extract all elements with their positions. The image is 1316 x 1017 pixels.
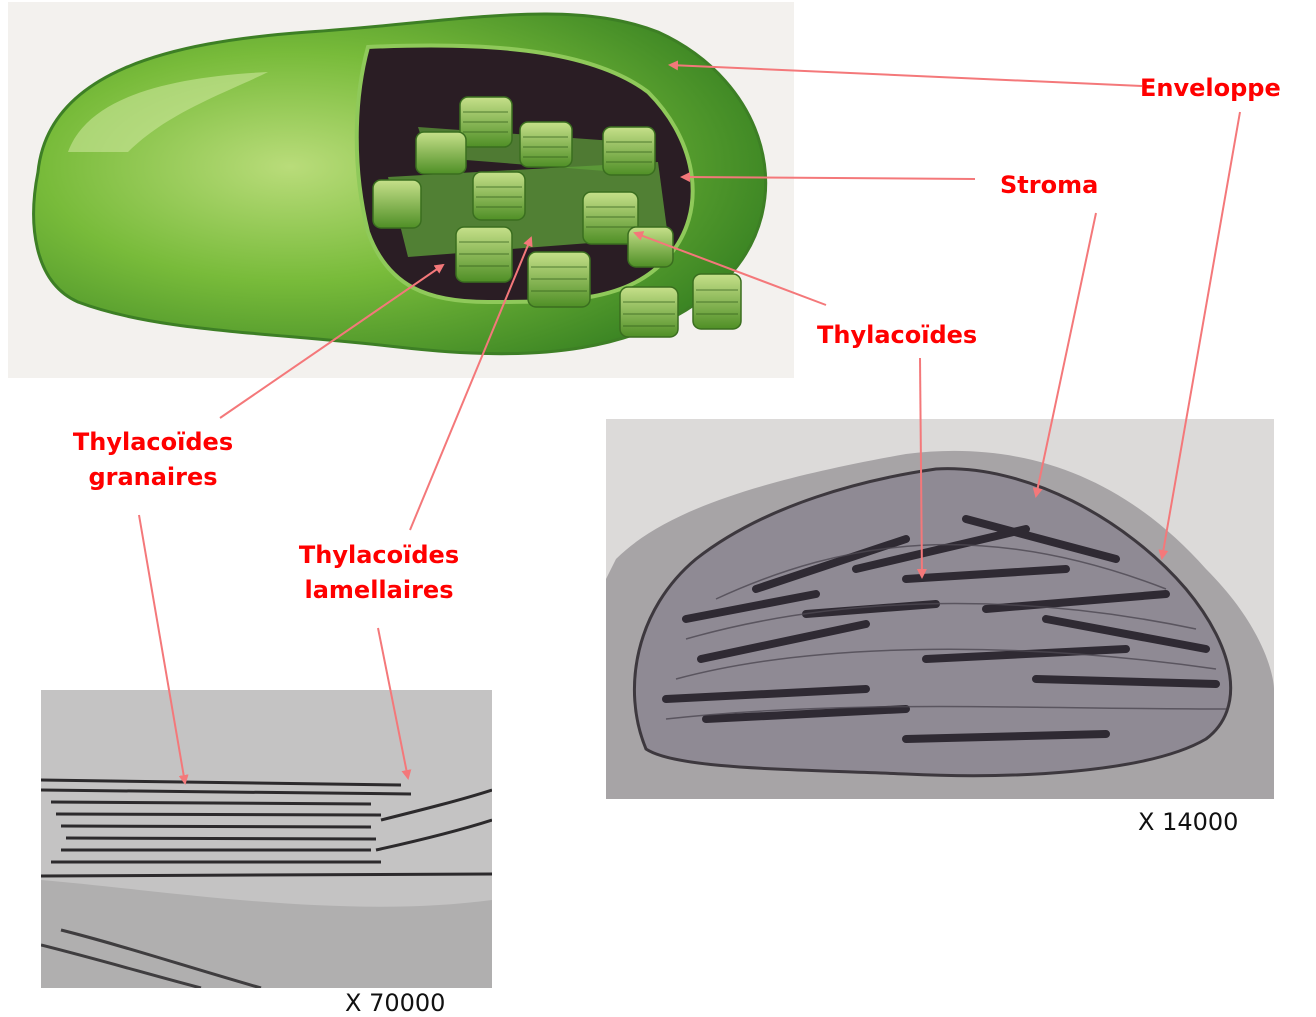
micrograph-chloroplast: [606, 419, 1274, 799]
magnification-large: X 14000: [1138, 808, 1238, 836]
chloroplast-illustration: [8, 2, 794, 378]
magnification-small: X 70000: [345, 989, 445, 1017]
label-thylacoides: Thylacoïdes: [817, 318, 977, 353]
label-thylacoides-granaires: Thylacoïdes granaires: [62, 425, 244, 495]
label-thylacoides-lamellaires: Thylacoïdes lamellaires: [288, 538, 470, 608]
label-stroma: Stroma: [1000, 168, 1098, 203]
label-enveloppe: Enveloppe: [1140, 71, 1281, 106]
micrograph-thylakoids: [41, 690, 492, 988]
